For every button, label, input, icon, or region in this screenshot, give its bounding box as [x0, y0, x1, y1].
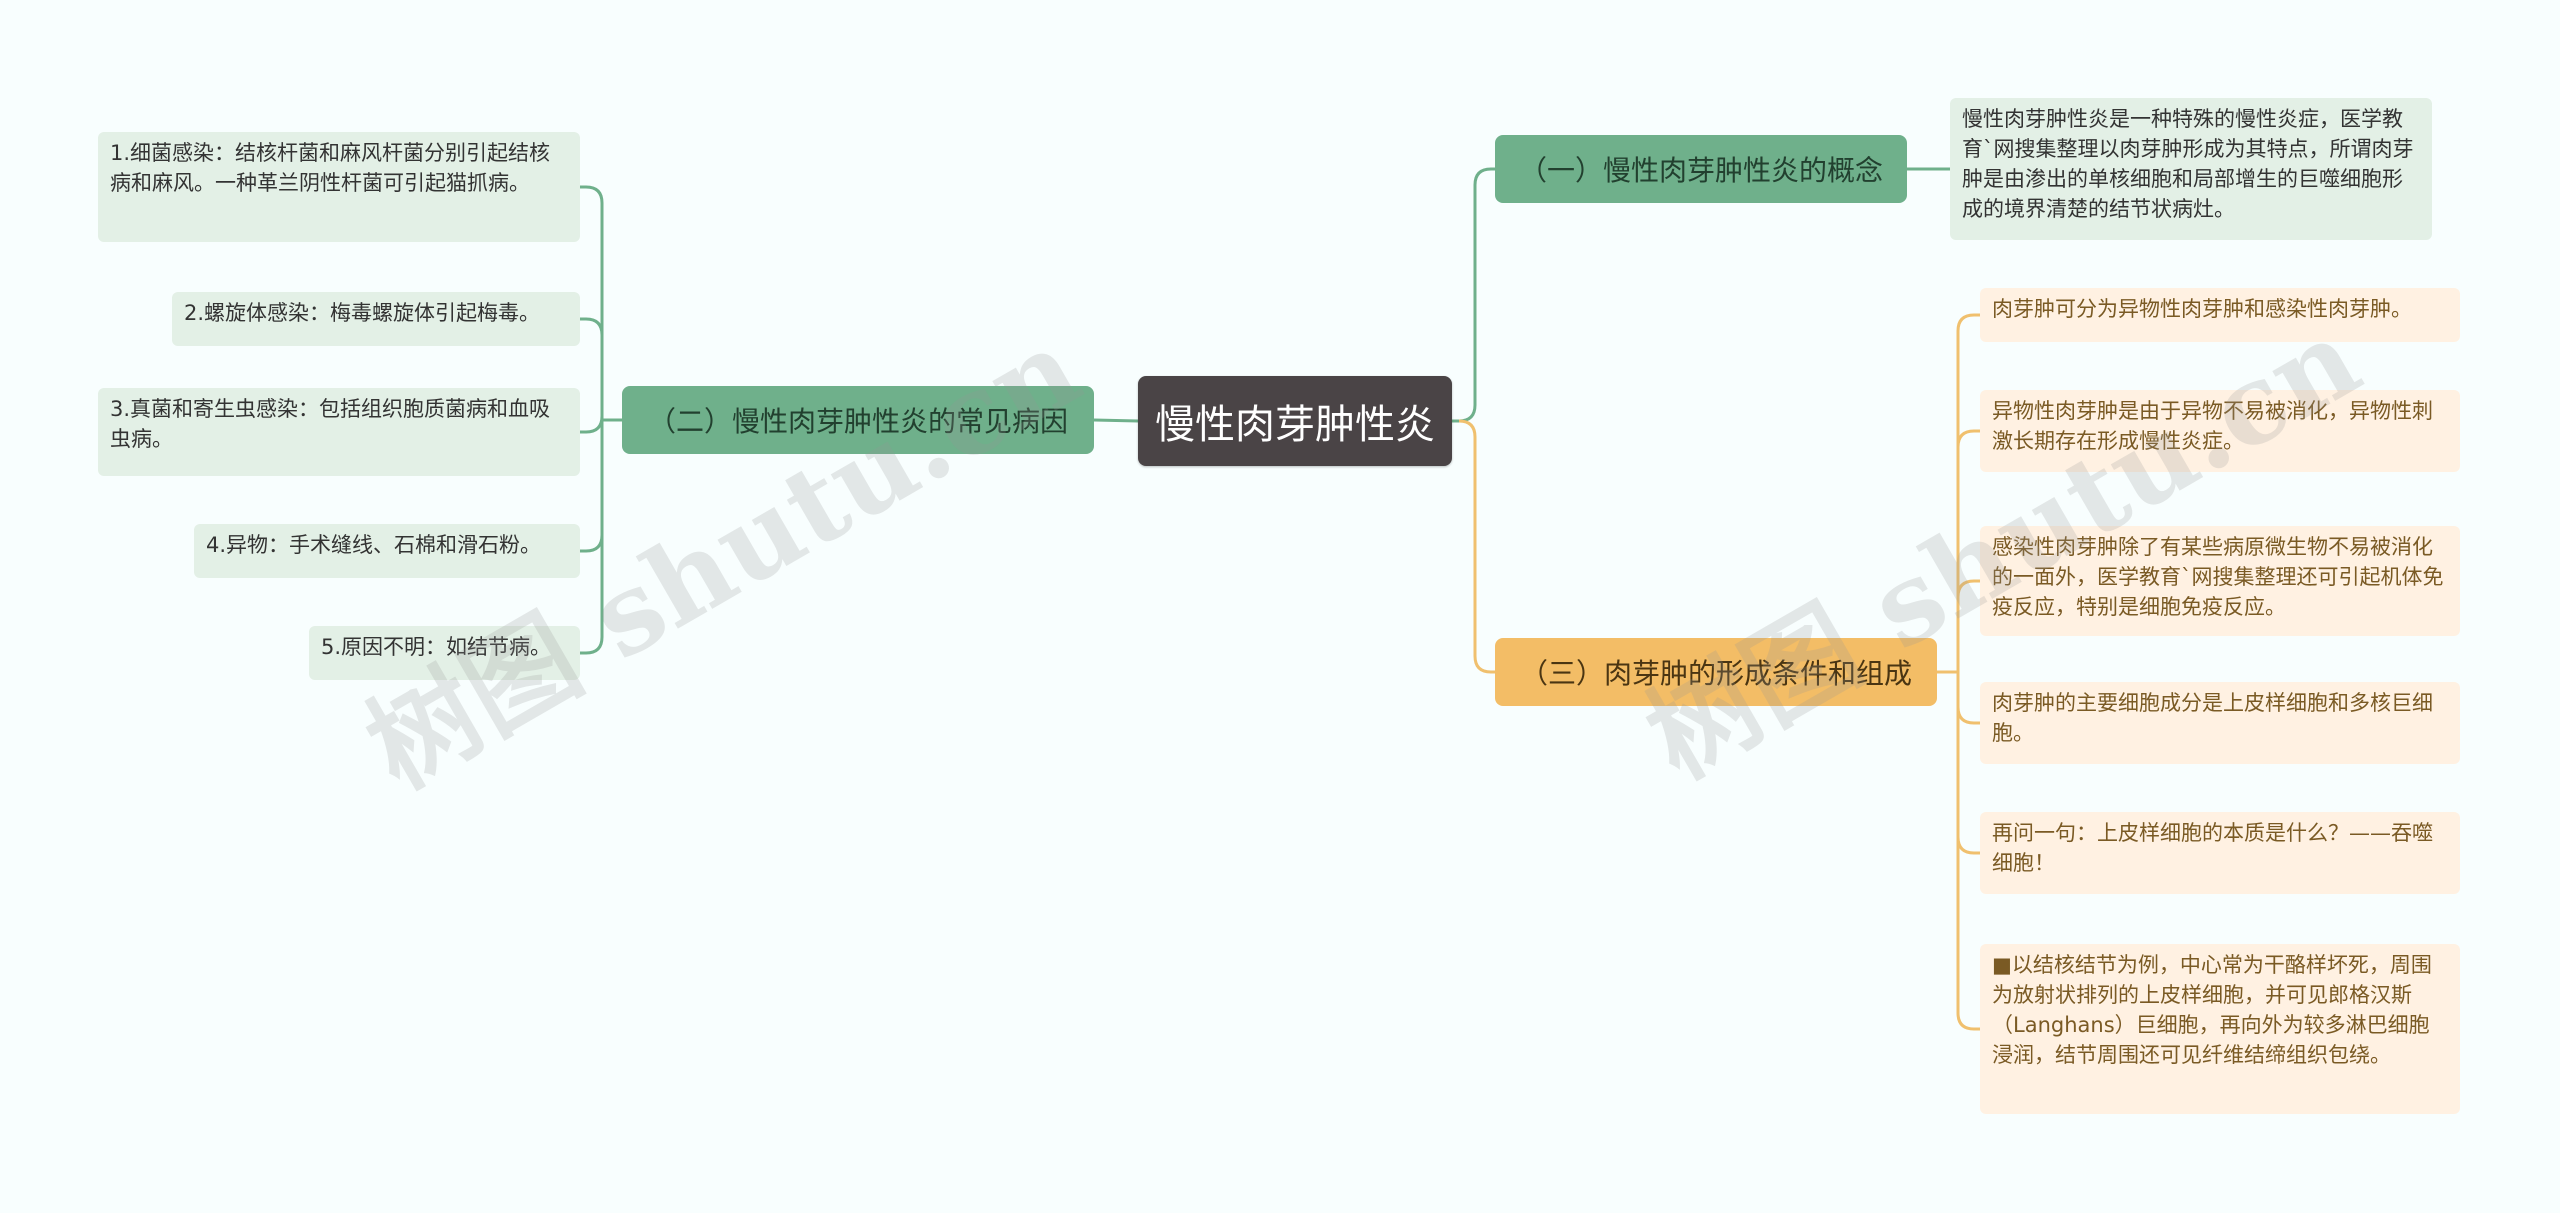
- formation-tubercle-example[interactable]: ■以结核结节为例，中心常为干酪样坏死，周围为放射状排列的上皮样细胞，并可见郎格汉…: [1980, 944, 2460, 1114]
- formation-question[interactable]: 再问一句：上皮样细胞的本质是什么？——吞噬细胞！: [1980, 812, 2460, 894]
- connector-cause-1: [580, 317, 604, 420]
- connector-root-concept: [1458, 167, 1495, 423]
- connector-root-formation: [1458, 419, 1495, 674]
- formation-infectious[interactable]: 感染性肉芽肿除了有某些病原微生物不易被消化的一面外，医学教育`网搜集整理还可引起…: [1980, 526, 2460, 636]
- cause-spirochete[interactable]: 2.螺旋体感染：梅毒螺旋体引起梅毒。: [172, 292, 580, 346]
- cause-foreign-body[interactable]: 4.异物：手术缝线、石棉和滑石粉。: [194, 524, 580, 578]
- connector-formation-2: [1956, 579, 1980, 672]
- formation-foreign-body[interactable]: 异物性肉芽肿是由于异物不易被消化，异物性刺激长期存在形成慢性炎症。: [1980, 390, 2460, 472]
- cause-bacterial[interactable]: 1.细菌感染：结核杆菌和麻风杆菌分别引起结核病和麻风。一种革兰阴性杆菌可引起猫抓…: [98, 132, 580, 242]
- connector-cause-2: [580, 415, 604, 434]
- connector-formation-3: [1956, 672, 1980, 725]
- root-topic[interactable]: 慢性肉芽肿性炎: [1138, 376, 1452, 466]
- cause-fungal-parasite[interactable]: 3.真菌和寄生虫感染：包括组织胞质菌病和血吸虫病。: [98, 388, 580, 476]
- concept-definition[interactable]: 慢性肉芽肿性炎是一种特殊的慢性炎症，医学教育`网搜集整理以肉芽肿形成为其特点，所…: [1950, 98, 2432, 240]
- connector-root-causes: [1093, 418, 1139, 423]
- connector-formation-4: [1956, 672, 1980, 855]
- branch-concept[interactable]: （一）慢性肉芽肿性炎的概念: [1495, 135, 1907, 203]
- formation-main-cells[interactable]: 肉芽肿的主要细胞成分是上皮样细胞和多核巨细胞。: [1980, 682, 2460, 764]
- connector-cause-4: [580, 420, 604, 655]
- connector-cause-3: [580, 420, 604, 553]
- formation-types[interactable]: 肉芽肿可分为异物性肉芽肿和感染性肉芽肿。: [1980, 288, 2460, 342]
- cause-unknown[interactable]: 5.原因不明：如结节病。: [309, 626, 580, 680]
- connector-formation-0: [1956, 313, 1980, 672]
- connector-cause-0: [580, 185, 604, 420]
- branch-causes[interactable]: （二）慢性肉芽肿性炎的常见病因: [622, 386, 1094, 454]
- branch-formation[interactable]: （三）肉芽肿的形成条件和组成: [1495, 638, 1937, 706]
- connector-formation-5: [1956, 672, 1980, 1031]
- connector-formation-1: [1956, 429, 1980, 672]
